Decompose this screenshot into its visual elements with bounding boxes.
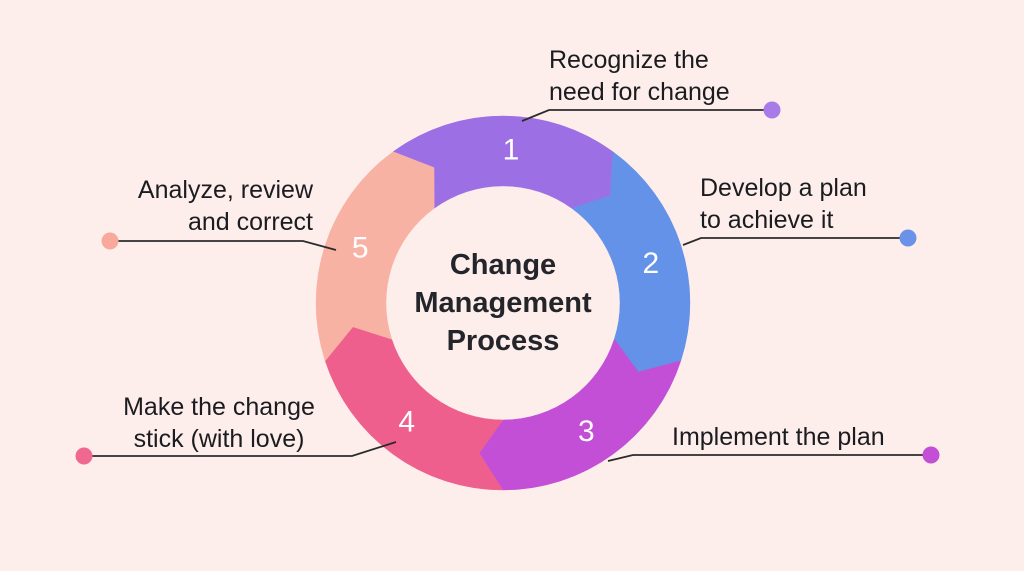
step-label-1: Recognize the need for change (549, 46, 730, 106)
step-label-3: Implement the plan (672, 423, 885, 451)
callout-dot-3 (922, 446, 940, 464)
diagram-title: Change Management Process (414, 249, 592, 357)
callout-dot-5 (101, 232, 119, 250)
callout-dot-4 (75, 447, 93, 465)
segment-number-1: 1 (503, 134, 520, 167)
segment-5 (315, 151, 435, 362)
step-label-2: Develop a plan to achieve it (700, 174, 867, 234)
segment-number-3: 3 (578, 415, 595, 448)
segment-number-4: 4 (398, 405, 415, 438)
callout-line-3 (607, 454, 924, 462)
callout-dot-2 (899, 229, 917, 247)
segment-number-5: 5 (352, 232, 369, 265)
callout-dot-1 (763, 101, 781, 119)
callout-line-1 (521, 109, 766, 122)
callout-line-2 (682, 237, 901, 246)
callout-line-5 (117, 240, 337, 251)
callout-line-4 (91, 441, 397, 457)
step-label-5: Analyze, review and correct (137, 176, 313, 236)
step-label-4: Make the change stick (with love) (123, 393, 315, 453)
segment-number-2: 2 (642, 247, 659, 280)
